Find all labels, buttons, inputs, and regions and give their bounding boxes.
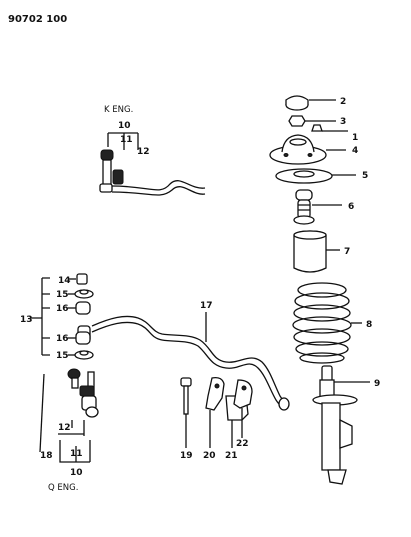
callout-2: 2 — [340, 97, 346, 107]
q-eng-label: Q ENG. — [48, 483, 78, 493]
strut-bushing-part1 — [311, 124, 323, 132]
k-bracket — [107, 132, 139, 150]
bushing-part16-top — [75, 301, 91, 315]
dust-cover-part7 — [293, 230, 327, 273]
clamp-part20 — [205, 376, 225, 411]
callout-22: 22 — [236, 439, 249, 449]
bracket-13 — [30, 277, 50, 356]
callout-3: 3 — [340, 117, 346, 127]
callout-20: 20 — [203, 451, 216, 461]
leader-18 — [39, 373, 45, 453]
k-eng-link-assembly — [99, 149, 206, 196]
callout-15a: 15 — [56, 290, 69, 300]
callout-8: 8 — [366, 320, 372, 330]
callout-18: 18 — [40, 451, 53, 461]
callout-q10: 10 — [70, 468, 83, 478]
washer-part15-bottom — [74, 350, 94, 360]
callout-19: 19 — [180, 451, 193, 461]
callout-7: 7 — [344, 247, 350, 257]
shock-absorber-part9 — [312, 365, 358, 485]
callout-4: 4 — [352, 146, 358, 156]
strut-nut-part3 — [288, 115, 306, 127]
callout-9: 9 — [374, 379, 380, 389]
coil-spring-part8 — [292, 282, 352, 364]
spring-seat-part5 — [275, 168, 333, 184]
washer-part15-top — [74, 289, 94, 299]
callout-16a: 16 — [56, 304, 69, 314]
q-eng-link-assembly — [67, 368, 99, 418]
diagram-code: 90702 100 — [8, 14, 67, 25]
nut-part14 — [76, 273, 88, 285]
callout-k11: 11 — [120, 135, 133, 145]
callout-21: 21 — [225, 451, 238, 461]
k-eng-label: K ENG. — [104, 105, 133, 115]
callout-k10: 10 — [118, 121, 131, 131]
callout-6: 6 — [348, 202, 354, 212]
bracket-part22 — [233, 379, 253, 409]
callout-17: 17 — [200, 301, 213, 311]
callout-14: 14 — [58, 276, 71, 286]
callout-15b: 15 — [56, 351, 69, 361]
stabilizer-bar-part17 — [91, 315, 290, 411]
callout-1: 1 — [352, 133, 358, 143]
callout-k12: 12 — [137, 147, 150, 157]
callout-16b: 16 — [56, 334, 69, 344]
callout-13: 13 — [20, 315, 33, 325]
strut-cap-part2 — [285, 95, 309, 111]
bushing-part16-bottom — [75, 331, 91, 345]
callout-5: 5 — [362, 171, 368, 181]
bump-stopper-part6 — [293, 189, 315, 225]
strut-mount-part4 — [269, 134, 327, 165]
callout-q12: 12 — [58, 423, 71, 433]
q-bracket-upper — [58, 420, 85, 436]
q-bracket-lower — [59, 440, 91, 463]
bolt-part19 — [180, 377, 192, 415]
